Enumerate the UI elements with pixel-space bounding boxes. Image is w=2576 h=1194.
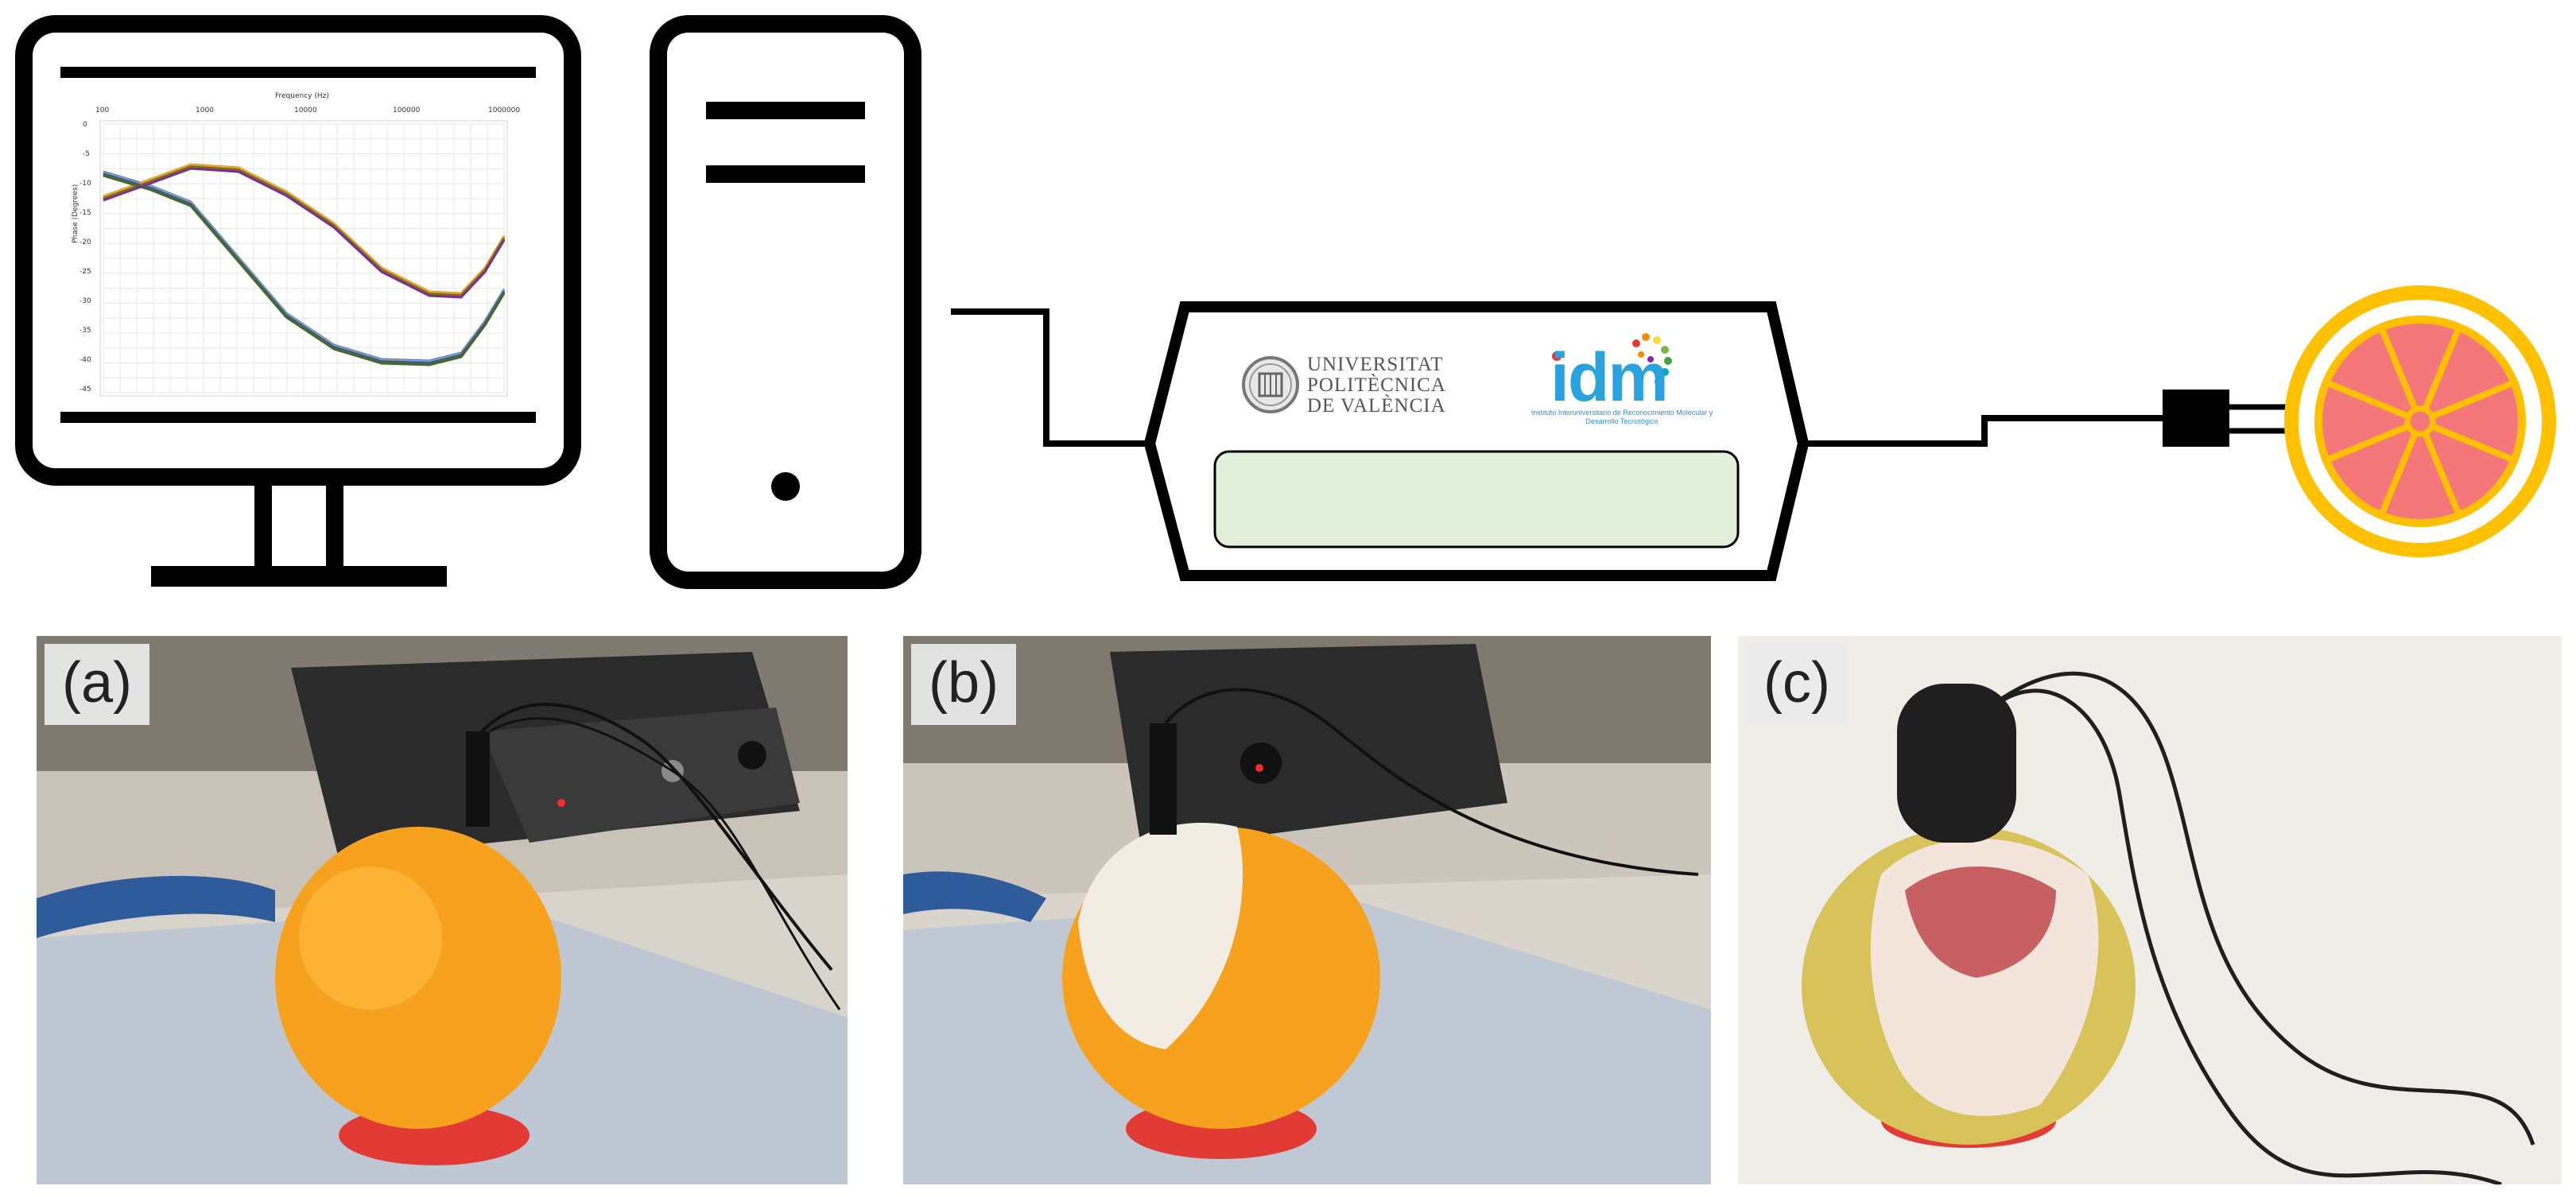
y-tick: -30 — [80, 297, 91, 305]
idm-logo-subtitle: Instituto Interuniversitario de Reconoci… — [1530, 409, 1713, 425]
device-display — [1213, 450, 1740, 549]
measurement-device-icon — [1143, 301, 1810, 581]
y-tick: -35 — [80, 327, 91, 335]
panel-label-c: (c) — [1746, 644, 1848, 726]
monitor-chart-xlabel: Frequency (Hz) — [275, 92, 329, 100]
segment-divider — [2325, 379, 2422, 424]
grapefruit-icon — [2284, 285, 2556, 557]
segment-divider — [2325, 418, 2422, 463]
segment-divider — [2419, 379, 2516, 424]
y-tick: -15 — [80, 209, 91, 217]
segment-divider — [2378, 420, 2423, 517]
y-tick: -45 — [80, 386, 91, 393]
x-tick: 1000 — [196, 107, 214, 114]
x-tick: 10000 — [294, 107, 317, 114]
photo-c-illustration — [1738, 636, 2562, 1184]
idm-logo-dots — [1552, 333, 1672, 386]
cable-pc-to-device — [951, 308, 1150, 447]
upv-line-2: POLITÈCNICA — [1307, 374, 1446, 396]
panel-label-b: (b) — [911, 644, 1016, 726]
upv-seal-logo — [1242, 356, 1299, 413]
photo-a-illustration — [37, 636, 848, 1184]
y-tick: -5 — [83, 150, 90, 158]
photo-panel-a: (a) — [37, 636, 848, 1184]
photo-panel-c: (c) — [1738, 636, 2562, 1184]
phase-curve — [103, 174, 506, 366]
grapefruit-segments — [2325, 326, 2516, 517]
segment-divider — [2417, 420, 2462, 517]
photo-panel-b: (b) — [903, 636, 1711, 1184]
monitor-chart-lines — [103, 163, 506, 366]
monitor-icon — [15, 15, 581, 587]
x-tick: 100 — [95, 107, 110, 114]
y-tick: 0 — [83, 121, 87, 129]
y-tick: -20 — [80, 238, 91, 246]
segment-divider — [2378, 326, 2423, 423]
monitor-chart-grid — [103, 123, 505, 393]
y-tick: -25 — [80, 268, 91, 276]
x-tick: 100000 — [393, 107, 421, 114]
upv-line-3: DE VALÈNCIA — [1307, 395, 1446, 417]
y-tick: -10 — [80, 180, 91, 188]
cable-device-to-probe — [1803, 415, 2163, 447]
panel-label-a: (a) — [45, 644, 149, 726]
phase-curve — [103, 167, 506, 299]
y-tick: -40 — [80, 356, 91, 364]
setup-diagram — [15, 15, 2556, 589]
monitor-phase-chart — [99, 120, 508, 397]
monitor-chart-ylabel: Phase (Degrees) — [72, 184, 80, 243]
upv-line-1: UNIVERSITAT — [1307, 354, 1444, 375]
idm-logo-text: idm — [1550, 339, 1669, 416]
x-tick: 1000000 — [488, 107, 521, 114]
segment-divider — [2417, 326, 2462, 423]
segment-divider — [2419, 418, 2516, 463]
computer-tower-icon — [650, 15, 921, 589]
photo-b-illustration — [903, 636, 1711, 1184]
